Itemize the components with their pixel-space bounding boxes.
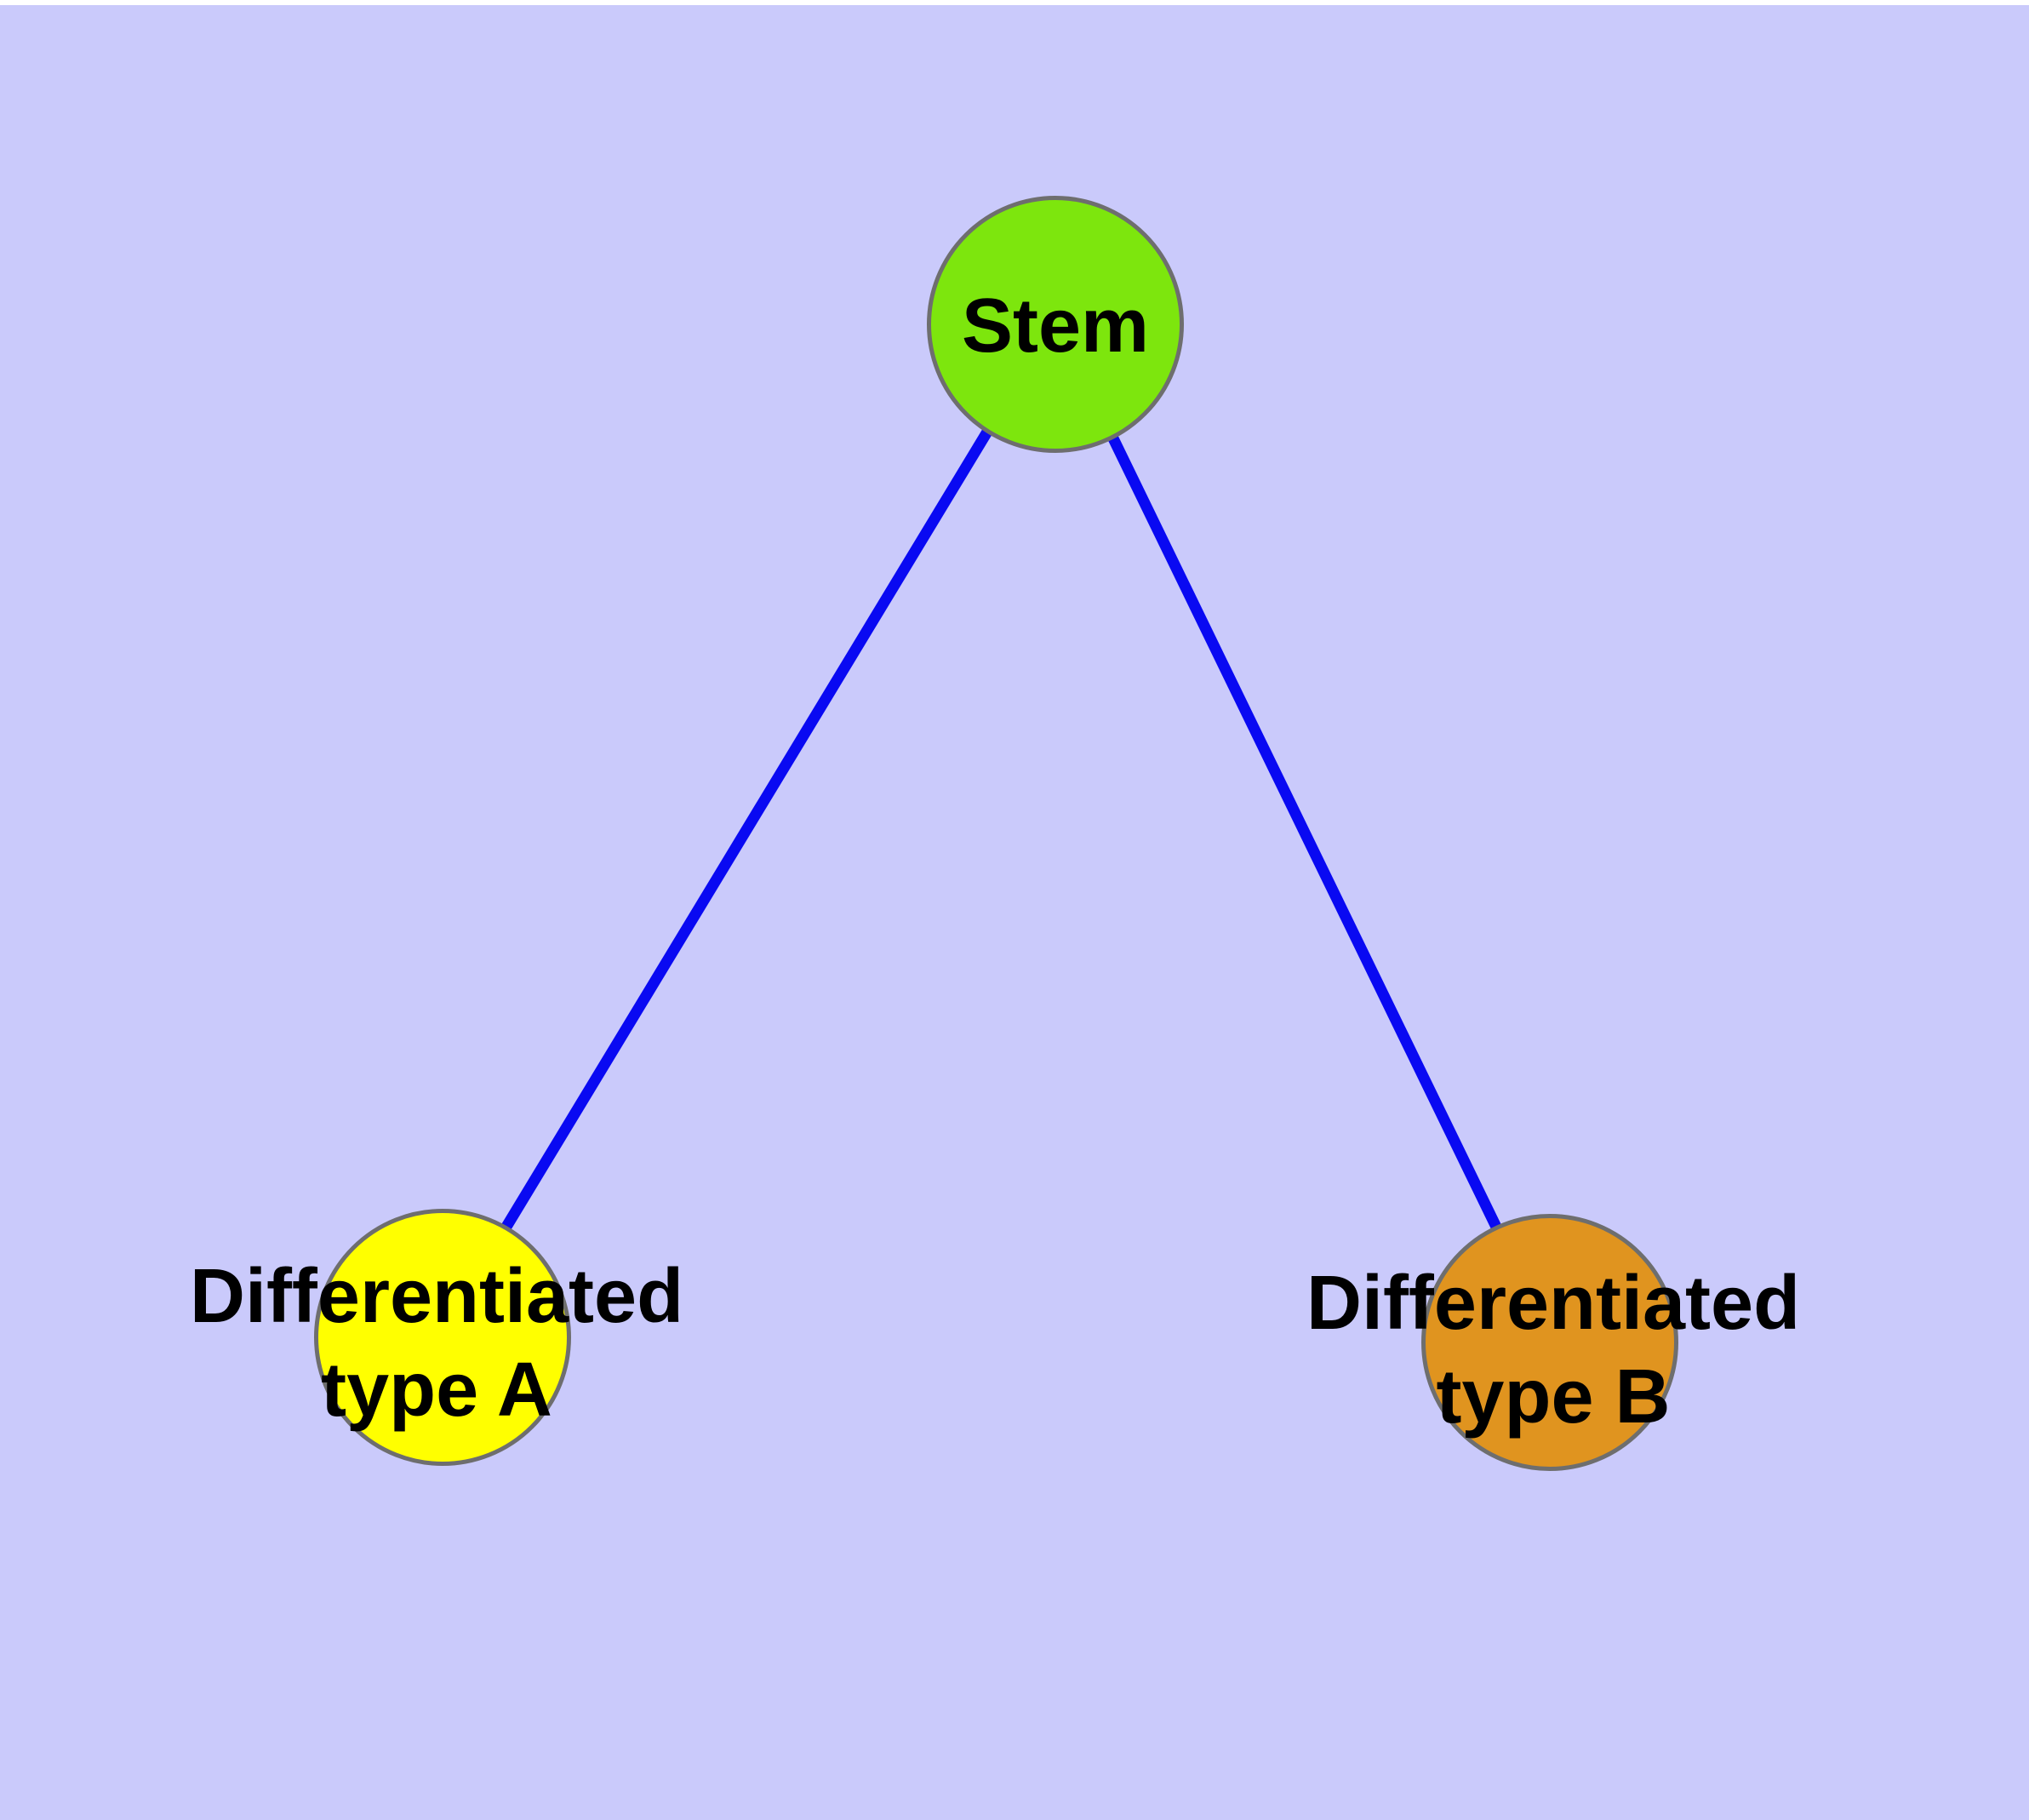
graph-canvas: Stem Differentiated type A Differentiate… <box>0 5 2029 1820</box>
edges-layer <box>437 316 1555 1340</box>
node-differentiated-type-b-label: Differentiated type B <box>1306 1261 1801 1439</box>
node-differentiated-type-a-circle <box>314 1209 571 1466</box>
node-stem-label: Stem <box>961 283 1150 369</box>
node-stem-circle <box>927 196 1184 453</box>
edge-stem-to-type-b <box>1050 317 1555 1340</box>
node-differentiated-type-b-circle <box>1421 1214 1678 1471</box>
edge-stem-to-type-a <box>437 316 1060 1336</box>
node-differentiated-type-a-label: Differentiated type A <box>189 1254 684 1433</box>
